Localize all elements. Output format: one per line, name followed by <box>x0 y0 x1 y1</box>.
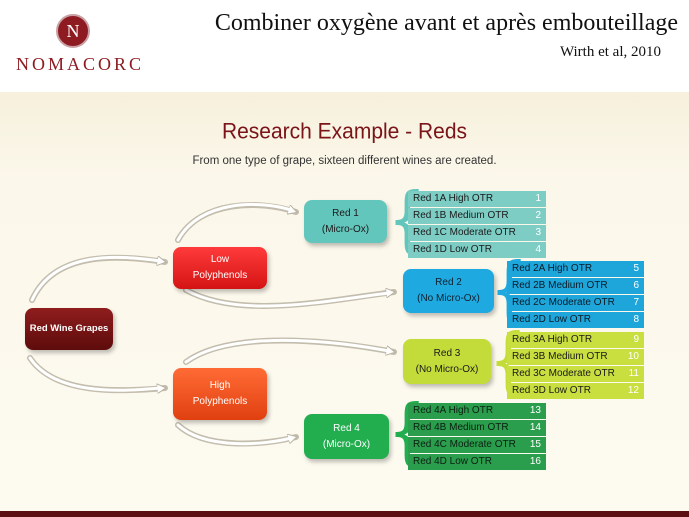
diagram-title: Research Example - Reds <box>221 119 468 144</box>
slide-citation: Wirth et al, 2010 <box>559 44 661 60</box>
otr-row: Red 4A High OTR 13 <box>408 403 546 419</box>
wine-number: 16 <box>529 456 541 467</box>
node-label-line2: (No Micro-Ox) <box>415 363 479 375</box>
wine-number: 15 <box>529 439 541 450</box>
arrow-low-to-red1 <box>175 202 299 243</box>
wine-number: 7 <box>633 297 639 308</box>
otr-label: Red 1B Medium OTR <box>413 210 509 221</box>
wine-number: 13 <box>529 405 541 416</box>
arrow-root-to-high <box>27 355 168 390</box>
slide-header: N NOMACORC Combiner oxygène avant et apr… <box>0 0 689 92</box>
otr-row: Red 2D Low OTR 8 <box>507 312 644 328</box>
node-label-line2: Polyphenols <box>192 270 248 281</box>
wine-number: 9 <box>633 334 639 345</box>
otr-label: Red 1D Low OTR <box>413 244 492 255</box>
node-label-line1: Red 2 <box>435 277 462 288</box>
otr-list-red-3: Red 3A High OTR 9 Red 3B Medium OTR 10 Red… <box>507 332 644 400</box>
wine-number: 5 <box>633 263 639 274</box>
otr-label: Red 1C Moderate OTR <box>413 227 516 238</box>
otr-label: Red 4A High OTR <box>413 405 494 416</box>
wine-number: 1 <box>535 193 541 204</box>
otr-row: Red 3C Moderate OTR 11 <box>507 366 644 382</box>
otr-list-red-1: Red 1A High OTR 1 Red 1B Medium OTR 2 Red … <box>408 191 546 259</box>
wine-number: 4 <box>535 244 541 255</box>
node-red-4: Red 4 (Micro-Ox) <box>304 414 389 459</box>
node-red-3: Red 3 (No Micro-Ox) <box>403 339 491 384</box>
otr-list-red-4: Red 4A High OTR 13 Red 4B Medium OTR 14 Re… <box>408 403 546 471</box>
wine-number: 11 <box>628 368 639 379</box>
node-red-1: Red 1 (Micro-Ox) <box>304 200 387 243</box>
otr-label: Red 4D Low OTR <box>413 456 492 467</box>
node-low-polyphenols: Low Polyphenols <box>173 247 267 289</box>
wine-number: 12 <box>627 385 639 396</box>
otr-row: Red 1C Moderate OTR 3 <box>408 225 546 241</box>
node-label-line2: (Micro-Ox) <box>321 223 370 235</box>
otr-label: Red 3D Low OTR <box>512 385 591 396</box>
nomacorc-logo: N <box>56 14 90 48</box>
node-label-line1: Low <box>210 254 230 265</box>
node-red-2: Red 2 (No Micro-Ox) <box>403 269 494 313</box>
otr-row: Red 4D Low OTR 16 <box>408 454 546 470</box>
node-label-line1: Red 4 <box>333 422 360 434</box>
node-label-line2: (Micro-Ox) <box>322 438 371 450</box>
otr-label: Red 3A High OTR <box>512 334 593 345</box>
node-label-line1: Red 1 <box>332 207 359 219</box>
footer-bar <box>0 511 689 517</box>
otr-row: Red 1D Low OTR 4 <box>408 242 546 258</box>
otr-label: Red 1A High OTR <box>413 193 494 204</box>
otr-row: Red 3D Low OTR 12 <box>507 383 644 399</box>
otr-label: Red 2D Low OTR <box>512 314 591 325</box>
otr-label: Red 3B Medium OTR <box>512 351 608 362</box>
node-label-line1: High <box>209 380 231 391</box>
wine-number: 14 <box>529 422 541 433</box>
diagram-subtitle: From one type of grape, sixteen differen… <box>192 155 497 167</box>
otr-list-red-2: Red 2A High OTR 5 Red 2B Medium OTR 6 Red … <box>507 261 644 329</box>
otr-row: Red 1A High OTR 1 <box>408 191 546 207</box>
otr-row: Red 2B Medium OTR 6 <box>507 278 644 294</box>
otr-row: Red 2C Moderate OTR 7 <box>507 295 644 311</box>
logo-wordmark: NOMACORC <box>16 54 145 74</box>
node-label-line1: Red 3 <box>433 347 461 359</box>
wine-number: 2 <box>535 210 541 221</box>
node-label-line2: (No Micro-Ox) <box>417 293 480 304</box>
wine-number: 3 <box>535 227 541 238</box>
otr-row: Red 4B Medium OTR 14 <box>408 420 546 436</box>
otr-row: Red 3A High OTR 9 <box>507 332 644 348</box>
wine-number: 10 <box>627 351 639 362</box>
otr-row: Red 3B Medium OTR 10 <box>507 349 644 365</box>
otr-row: Red 1B Medium OTR 2 <box>408 208 546 224</box>
otr-label: Red 2B Medium OTR <box>512 280 608 291</box>
otr-label: Red 4B Medium OTR <box>413 422 509 433</box>
arrow-root-to-low <box>29 254 168 303</box>
otr-label: Red 3C Moderate OTR <box>512 368 615 379</box>
otr-row: Red 4C Moderate OTR 15 <box>408 437 546 453</box>
arrow-high-to-red3 <box>183 337 397 365</box>
wine-number: 8 <box>633 314 639 325</box>
otr-label: Red 2A High OTR <box>512 263 593 274</box>
otr-label: Red 4C Moderate OTR <box>413 439 516 450</box>
slide-title: Combiner oxygène avant et après emboutei… <box>214 10 678 36</box>
otr-label: Red 2C Moderate OTR <box>512 297 615 308</box>
wine-number: 6 <box>633 280 639 291</box>
node-red-wine-grapes: Red Wine Grapes <box>25 308 113 350</box>
node-label-line2: Polyphenols <box>192 396 248 407</box>
otr-row: Red 2A High OTR 5 <box>507 261 644 277</box>
node-label: Red Wine Grapes <box>29 323 109 334</box>
node-high-polyphenols: High Polyphenols <box>173 368 267 420</box>
